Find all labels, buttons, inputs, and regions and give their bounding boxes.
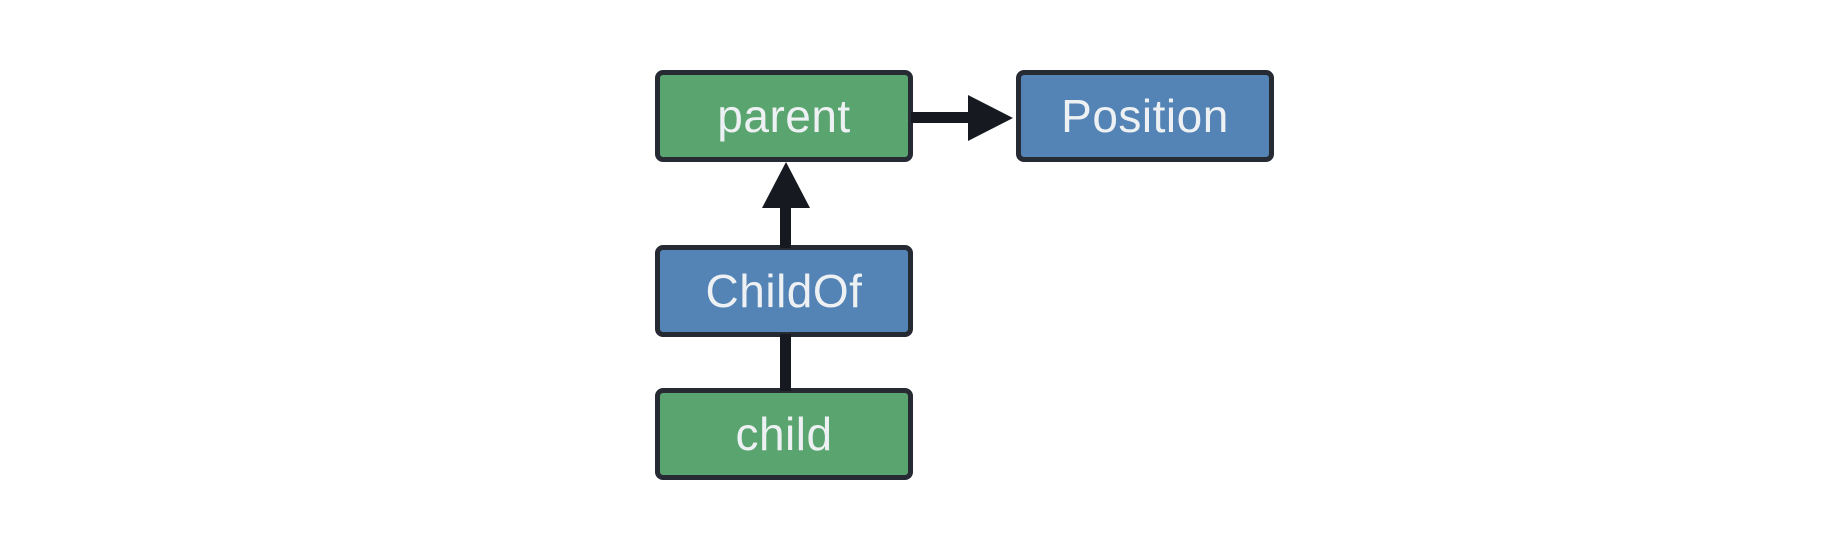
- edge-parent-position-arrowhead-right-icon: [968, 95, 1013, 141]
- node-child-label: child: [735, 408, 833, 460]
- edge-childof-parent-arrowhead-up-icon: [762, 162, 810, 208]
- node-parent-label: parent: [717, 90, 851, 142]
- node-child: child: [655, 388, 913, 480]
- edge-childof-parent-line: [780, 200, 791, 248]
- node-childof: ChildOf: [655, 245, 913, 337]
- node-childof-label: ChildOf: [705, 265, 863, 317]
- node-position: Position: [1016, 70, 1274, 162]
- node-parent: parent: [655, 70, 913, 162]
- edge-child-childof-line: [780, 334, 791, 391]
- node-position-label: Position: [1061, 90, 1229, 142]
- edge-parent-position-line: [911, 112, 971, 123]
